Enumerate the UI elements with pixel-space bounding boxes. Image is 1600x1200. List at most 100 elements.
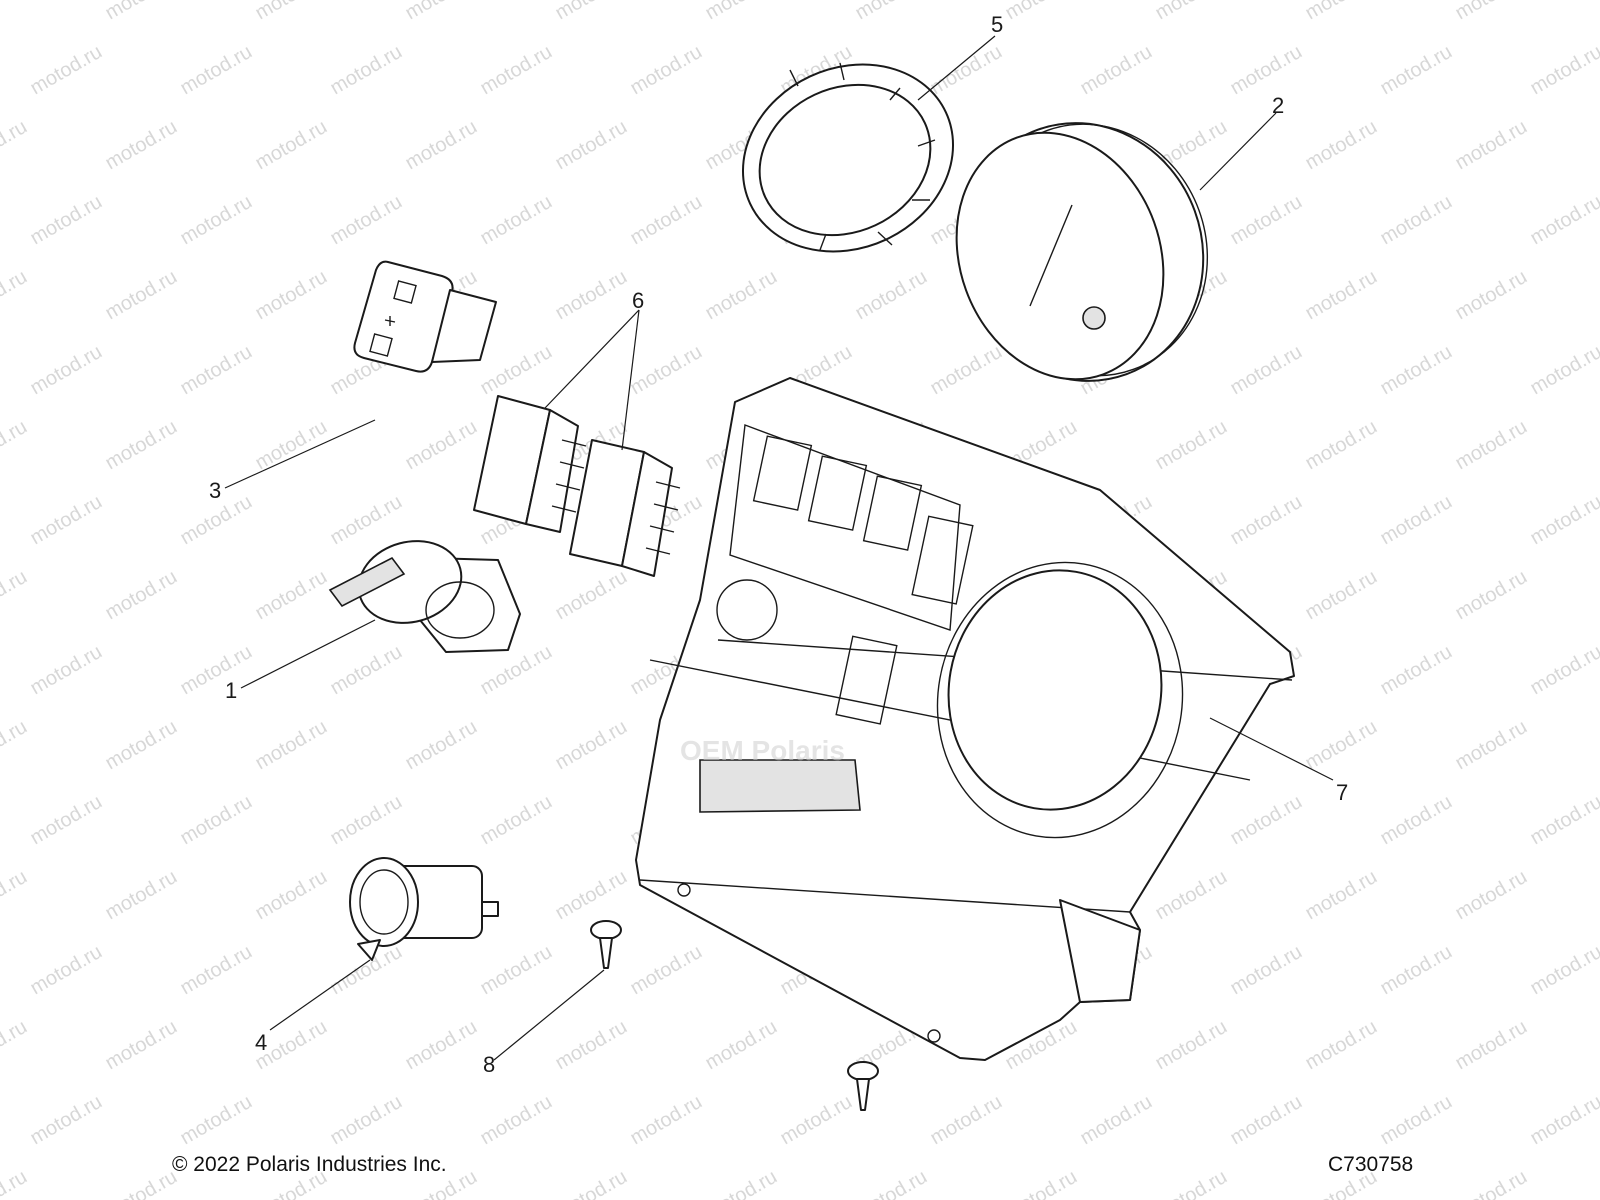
watermark-text: motod.ru <box>852 266 931 325</box>
watermark-text: motod.ru <box>702 266 781 325</box>
watermark-text: motod.ru <box>1452 566 1531 625</box>
watermark-text: motod.ru <box>1452 866 1531 925</box>
leader-3 <box>224 419 376 489</box>
watermark-text: motod.ru <box>1302 566 1381 625</box>
watermark-text: motod.ru <box>402 0 481 24</box>
callout-3: 3 <box>209 478 221 503</box>
watermark-text: motod.ru <box>477 791 556 850</box>
watermark-text: motod.ru <box>1377 191 1456 250</box>
watermark-text: motod.ru <box>177 41 256 100</box>
watermark-text: motod.ru <box>1302 266 1381 325</box>
callout-5: 5 <box>991 12 1003 37</box>
watermark-text: motod.ru <box>1452 266 1531 325</box>
watermark-text: motod.ru <box>1527 641 1600 700</box>
watermark-text: motod.ru <box>177 1091 256 1150</box>
watermark-text: motod.ru <box>552 116 631 175</box>
part-4-12v-socket <box>349 857 499 961</box>
watermark-text: motod.ru <box>1302 716 1381 775</box>
watermark-text: motod.ru <box>477 341 556 400</box>
watermark-text: motod.ru <box>102 866 181 925</box>
watermark-text: motod.ru <box>0 0 31 24</box>
leader-2 <box>1199 112 1277 191</box>
watermark-text: motod.ru <box>327 1091 406 1150</box>
watermark-text: motod.ru <box>177 941 256 1000</box>
watermark-text: motod.ru <box>102 566 181 625</box>
watermark-text: motod.ru <box>1302 0 1381 24</box>
watermark-text: motod.ru <box>1452 1166 1531 1200</box>
callout-2: 2 <box>1272 93 1284 118</box>
watermark-text: motod.ru <box>1227 341 1306 400</box>
watermark-text: motod.ru <box>327 791 406 850</box>
callout-8: 8 <box>483 1052 495 1077</box>
watermark-text: motod.ru <box>27 341 106 400</box>
watermark-text: motod.ru <box>1527 341 1600 400</box>
watermark-text: motod.ru <box>0 116 31 175</box>
watermark-text: motod.ru <box>552 566 631 625</box>
watermark-text: motod.ru <box>1152 416 1231 475</box>
watermark-text: motod.ru <box>1302 416 1381 475</box>
part-1-key-switch <box>328 540 521 653</box>
brand-watermark: OEM Polaris <box>680 735 845 766</box>
watermark-text: motod.ru <box>1377 341 1456 400</box>
watermark-text: motod.ru <box>1377 941 1456 1000</box>
watermark-text: motod.ru <box>0 416 31 475</box>
watermark-text: motod.ru <box>0 266 31 325</box>
watermark-text: motod.ru <box>1227 941 1306 1000</box>
callout-1: 1 <box>225 678 237 703</box>
watermark-text: motod.ru <box>552 266 631 325</box>
watermark-text: motod.ru <box>402 416 481 475</box>
watermark-text: motod.ru <box>102 1166 181 1200</box>
watermark-text: motod.ru <box>0 866 31 925</box>
watermark-text: motod.ru <box>102 716 181 775</box>
watermark-text: motod.ru <box>1302 1016 1381 1075</box>
watermark-text: motod.ru <box>552 866 631 925</box>
watermark-text: motod.ru <box>552 1166 631 1200</box>
watermark-text: motod.ru <box>777 1091 856 1150</box>
watermark-text: motod.ru <box>177 641 256 700</box>
watermark-text: motod.ru <box>477 1091 556 1150</box>
watermark-text: motod.ru <box>1002 1166 1081 1200</box>
part-8-push-rivet-lower <box>847 1061 879 1111</box>
watermark-text: motod.ru <box>402 116 481 175</box>
part-5-bezel-ring <box>741 62 955 253</box>
watermark-text: motod.ru <box>1152 866 1231 925</box>
watermark-text: motod.ru <box>402 716 481 775</box>
watermark-text: motod.ru <box>27 491 106 550</box>
watermark-text: motod.ru <box>852 1166 931 1200</box>
watermark-text: motod.ru <box>1452 1016 1531 1075</box>
watermark-text: motod.ru <box>477 191 556 250</box>
watermark-text: motod.ru <box>1152 1166 1231 1200</box>
watermark-text: motod.ru <box>1377 641 1456 700</box>
callouts: 5 2 6 3 1 7 4 8 <box>209 12 1348 1077</box>
watermark-text: motod.ru <box>177 341 256 400</box>
leader-5 <box>917 35 996 101</box>
watermark-text: motod.ru <box>702 0 781 24</box>
watermark-text: motod.ru <box>1377 41 1456 100</box>
watermark-text: motod.ru <box>852 0 931 24</box>
watermark-text: motod.ru <box>627 341 706 400</box>
watermark-text: motod.ru <box>102 116 181 175</box>
leader-lines <box>224 35 1334 1061</box>
watermark-text: motod.ru <box>552 716 631 775</box>
leader-6b <box>621 309 640 451</box>
watermark-text: motod.ru <box>1227 1091 1306 1150</box>
copyright-notice: © 2022 Polaris Industries Inc. <box>172 1153 447 1176</box>
watermark-text: motod.ru <box>627 1091 706 1150</box>
watermark-text: motod.ru <box>27 191 106 250</box>
watermark-text: motod.ru <box>552 0 631 24</box>
part-8-push-rivet <box>590 920 622 969</box>
watermark-text: motod.ru <box>252 866 331 925</box>
watermark-text: motod.ru <box>327 491 406 550</box>
watermark-text: motod.ru <box>1452 116 1531 175</box>
watermark-text: motod.ru <box>1452 416 1531 475</box>
watermark-text: motod.ru <box>27 41 106 100</box>
leader-6a <box>544 309 640 409</box>
watermark-text: motod.ru <box>1527 491 1600 550</box>
leader-7 <box>1209 717 1334 781</box>
watermark-text: motod.ru <box>1377 1091 1456 1150</box>
watermark-text: motod.ru <box>1527 41 1600 100</box>
watermark-text: motod.ru <box>1227 791 1306 850</box>
part-3-switch <box>353 260 497 373</box>
watermark-text: motod.ru <box>1302 116 1381 175</box>
